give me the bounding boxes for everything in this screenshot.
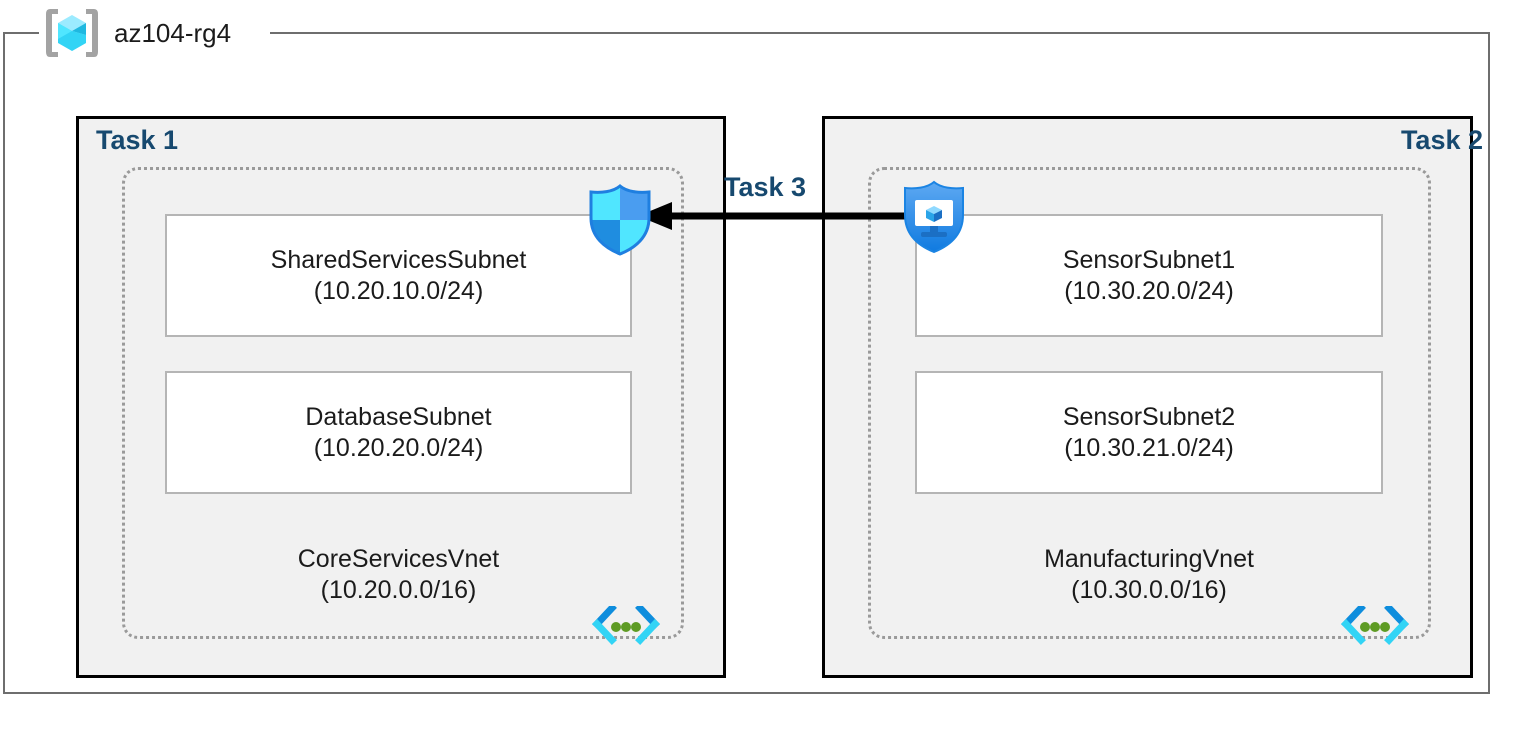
manufacturing-vnet-boundary bbox=[868, 167, 1431, 639]
task-2-label: Task 2 bbox=[1400, 125, 1483, 155]
subnet-sensor-1: SensorSubnet1 (10.30.20.0/24) bbox=[915, 214, 1383, 337]
virtual-network-icon bbox=[592, 603, 660, 648]
subnet-name: DatabaseSubnet bbox=[305, 403, 492, 431]
task-3-label: Task 3 bbox=[724, 172, 807, 202]
resource-group-frame-top-right bbox=[270, 32, 1490, 34]
subnet-database: DatabaseSubnet (10.20.20.0/24) bbox=[165, 371, 632, 494]
subnet-shared-services: SharedServicesSubnet (10.20.10.0/24) bbox=[165, 214, 632, 337]
task-1-label: Task 1 bbox=[96, 125, 179, 155]
azure-resource-group-icon bbox=[44, 6, 100, 60]
subnet-sensor-2: SensorSubnet2 (10.30.21.0/24) bbox=[915, 371, 1383, 494]
vnet-cidr: (10.20.0.0/16) bbox=[320, 575, 477, 604]
subnet-cidr: (10.20.10.0/24) bbox=[313, 276, 484, 305]
resource-group-frame-top-left bbox=[3, 32, 39, 34]
virtual-network-icon bbox=[1341, 603, 1409, 648]
vnet-name: CoreServicesVnet bbox=[297, 545, 500, 573]
subnet-name: SensorSubnet2 bbox=[1062, 403, 1236, 431]
vnet-peering-arrow bbox=[636, 196, 916, 236]
subnet-cidr: (10.20.20.0/24) bbox=[313, 433, 484, 462]
vnet-cidr: (10.30.0.0/16) bbox=[1071, 575, 1227, 604]
azure-bastion-icon bbox=[897, 178, 971, 256]
vnet-name: ManufacturingVnet bbox=[1044, 545, 1254, 573]
subnet-cidr: (10.30.20.0/24) bbox=[1064, 276, 1234, 305]
core-services-vnet-boundary bbox=[122, 167, 684, 639]
core-services-vnet-caption: CoreServicesVnet (10.20.0.0/16) bbox=[165, 544, 632, 605]
resource-group-frame-bottom bbox=[3, 692, 1490, 694]
manufacturing-vnet-caption: ManufacturingVnet (10.30.0.0/16) bbox=[915, 544, 1383, 605]
subnet-name: SensorSubnet1 bbox=[1062, 246, 1236, 274]
resource-group-header: az104-rg4 bbox=[44, 5, 231, 61]
network-security-group-icon bbox=[584, 183, 656, 257]
resource-group-frame-right bbox=[1488, 32, 1490, 694]
subnet-cidr: (10.30.21.0/24) bbox=[1064, 433, 1234, 462]
resource-group-frame-left bbox=[3, 32, 5, 694]
resource-group-title: az104-rg4 bbox=[114, 18, 232, 48]
subnet-name: SharedServicesSubnet bbox=[270, 246, 527, 274]
